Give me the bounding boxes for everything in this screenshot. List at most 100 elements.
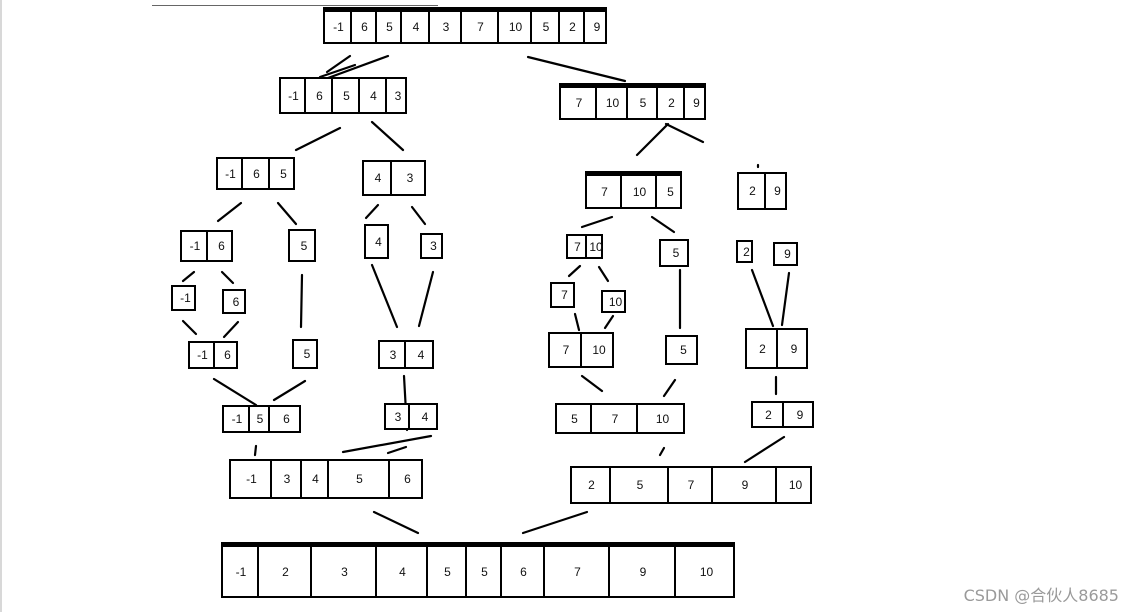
connector-line (216, 201, 243, 223)
connector-line (341, 434, 433, 454)
array-cell: 9 (796, 407, 804, 422)
cell-divider (241, 157, 243, 190)
array-cell: 7 (562, 343, 570, 357)
array-cell: 9 (741, 478, 749, 492)
array-cell: 6 (232, 294, 240, 309)
array-box-rllr: 10 (601, 290, 626, 313)
cell-divider (590, 403, 592, 434)
cell-divider (426, 545, 428, 598)
cell-divider (213, 341, 215, 369)
array-cell: 6 (316, 88, 323, 103)
array-cell: 2 (569, 20, 576, 34)
watermark: CSDN @合伙人8685 (963, 586, 1119, 605)
cell-divider (350, 10, 352, 44)
connector-line (220, 270, 235, 285)
cell-divider (776, 328, 778, 369)
cell-divider (404, 340, 406, 369)
cell-divider (667, 466, 669, 504)
connector-line (372, 510, 420, 535)
array-box-rrl: 2 (736, 240, 753, 263)
connector-line (181, 270, 196, 283)
cell-divider (375, 10, 377, 44)
array-cell: 7 (575, 96, 583, 110)
array-box-llll: -1 (171, 285, 196, 311)
array-cell: 3 (394, 409, 402, 424)
cell-divider (782, 401, 784, 428)
connector-line (276, 201, 298, 226)
cell-divider (583, 10, 585, 44)
array-cell: 4 (412, 20, 420, 34)
connector-line (318, 63, 357, 79)
array-cell: 5 (672, 246, 680, 260)
array-cell: 10 (632, 184, 647, 199)
array-cell: 3 (394, 88, 402, 103)
cell-divider (460, 10, 462, 44)
cell-divider (257, 545, 259, 598)
array-cell: 5 (481, 564, 488, 579)
array-cell: 7 (687, 478, 695, 492)
cell-divider (268, 157, 270, 190)
cell-divider (620, 174, 622, 209)
array-cell: 3 (406, 171, 414, 185)
connector-line (780, 271, 791, 327)
connector-line (181, 319, 198, 336)
array-cell: 6 (224, 348, 231, 362)
array-box-rrr: 9 (773, 242, 798, 266)
connector-line (417, 270, 435, 328)
connector-line (253, 444, 258, 457)
array-cell: 2 (765, 407, 772, 422)
cell-divider (310, 545, 312, 598)
array-box-lrr: 3 (420, 233, 443, 259)
array-cell: 10 (788, 478, 803, 492)
array-cell: 2 (759, 341, 766, 356)
array-cell: 4 (375, 234, 382, 249)
array-cell: 4 (374, 171, 382, 185)
array-cell: 10 (589, 239, 603, 254)
array-cell: 5 (667, 184, 674, 199)
array-cell: 5 (280, 166, 287, 181)
array-cell: 4 (312, 472, 319, 486)
cell-divider (764, 172, 766, 210)
array-cell: 3 (389, 347, 397, 362)
array-cell: 9 (693, 96, 700, 110)
connector-line (326, 54, 390, 80)
array-box-m-rlr: 5 (665, 335, 698, 365)
connector-line (664, 122, 705, 144)
array-cell: -1 (197, 348, 208, 362)
connector-line (222, 320, 240, 339)
array-box-m-llr: 5 (292, 339, 318, 369)
array-cell: 5 (386, 20, 393, 34)
array-cell: 6 (361, 20, 368, 34)
array-cell: 7 (477, 20, 484, 34)
top-stray-line (152, 5, 438, 6)
cell-divider (270, 459, 272, 499)
connector-line (364, 203, 380, 220)
cell-divider (656, 86, 658, 120)
cell-divider (626, 86, 628, 120)
array-cell: 2 (749, 184, 756, 198)
connector-line (299, 273, 304, 329)
cell-divider (683, 86, 685, 120)
array-cell: 4 (370, 88, 377, 103)
array-cell: 6 (404, 472, 411, 486)
connector-line (212, 377, 258, 407)
connector-line (370, 120, 405, 152)
array-cell: 9 (790, 341, 798, 356)
array-box-rlr: 5 (659, 239, 689, 267)
cell-divider (711, 466, 713, 504)
array-cell: 5 (356, 472, 363, 486)
connector-line (658, 446, 666, 457)
array-cell: -1 (189, 239, 201, 253)
cell-divider (400, 10, 402, 44)
